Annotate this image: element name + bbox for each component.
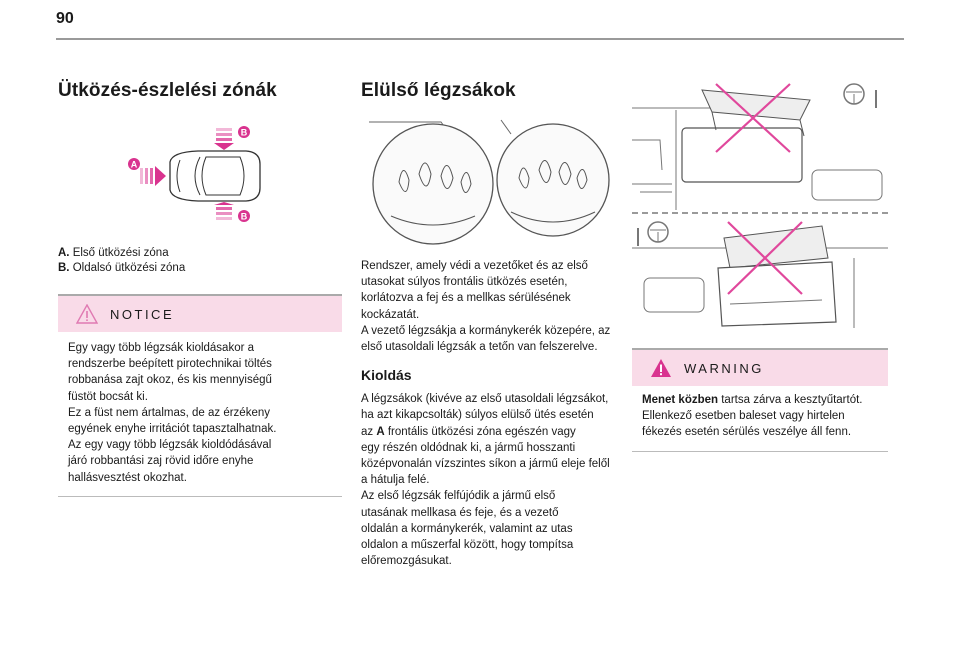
legend-item: B. Oldalsó ütközési zóna bbox=[58, 262, 186, 274]
warning-triangle-icon bbox=[76, 304, 98, 324]
subheading-deployment: Kioldás bbox=[361, 367, 412, 384]
warning-title: WARNING bbox=[684, 360, 764, 376]
glovebox-airbag-crossed-icon bbox=[632, 221, 888, 328]
column-front-airbags: Elülső légzsákok Rendszer, amely védi a … bbox=[361, 80, 617, 569]
notice-header: NOTICE bbox=[58, 296, 342, 332]
top-rule bbox=[56, 38, 904, 40]
section-title-front-airbags: Elülső légzsákok bbox=[361, 80, 516, 101]
illustration-separator bbox=[632, 212, 888, 214]
zone-a-label: A bbox=[131, 160, 138, 170]
inflated-airbags-icon bbox=[361, 116, 617, 248]
warning-triangle-icon bbox=[651, 359, 671, 377]
deployment-text: A légzsákok (kivéve az első utasoldali l… bbox=[361, 393, 610, 568]
warning-box: WARNING Menet közben tartsa zárva a kesz… bbox=[632, 348, 888, 452]
warning-text: Menet közben tartsa zárva a kesztyűtartó… bbox=[642, 394, 863, 439]
zone-b-label-top: B bbox=[241, 128, 248, 138]
notice-box: NOTICE Egy vagy több légzsák kioldásakor… bbox=[58, 294, 342, 497]
impact-zone-legend: A. Első ütközési zóna B. Oldalsó ütközés… bbox=[58, 246, 342, 276]
warning-header: WARNING bbox=[632, 350, 888, 386]
column-impact-zones: Ütközés-észlelési zónák bbox=[58, 80, 342, 497]
page-number: 90 bbox=[56, 10, 74, 27]
notice-text: Egy vagy több légzsák kioldásakor a rend… bbox=[68, 342, 277, 484]
notice-title: NOTICE bbox=[110, 306, 175, 322]
impact-zone-diagram: A B B bbox=[128, 124, 278, 224]
column-glovebox-warning: WARNING Menet közben tartsa zárva a kesz… bbox=[632, 80, 888, 452]
glovebox-illustration-top bbox=[632, 80, 888, 210]
section-title-impact-zones: Ütközés-észlelési zónák bbox=[58, 80, 277, 101]
front-airbag-intro: Rendszer, amely védi a vezetőket és az e… bbox=[361, 260, 611, 354]
car-top-view-icon: A B B bbox=[128, 126, 261, 222]
glovebox-open-crossed-icon bbox=[632, 83, 883, 210]
zone-b-label-bottom: B bbox=[241, 212, 248, 222]
legend-item: A. Első ütközési zóna bbox=[58, 247, 169, 259]
glovebox-illustration-bottom bbox=[632, 218, 888, 338]
airbag-illustration bbox=[361, 116, 617, 248]
